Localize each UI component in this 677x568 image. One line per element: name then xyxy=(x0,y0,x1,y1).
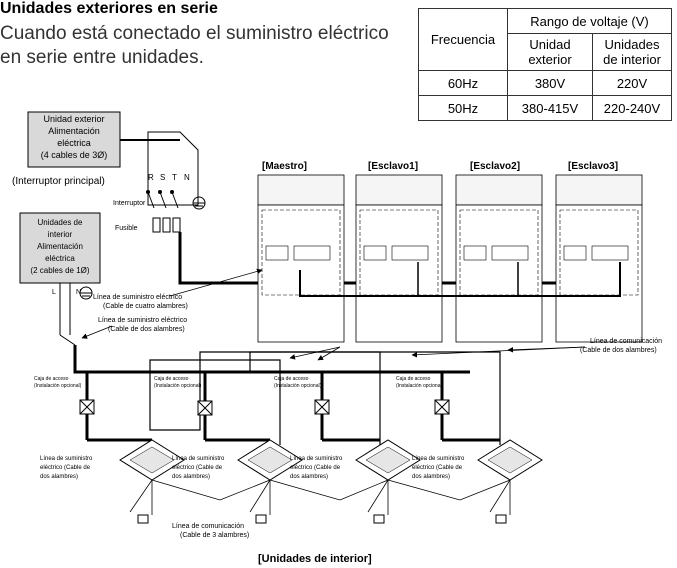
phase-label: S xyxy=(160,173,165,182)
indoor-unit-cassette: Línea de suministro eléctrico (Cable de … xyxy=(412,439,543,524)
outdoor-unit-slave1: [Esclavo1] xyxy=(355,161,443,343)
supply-4wire-label: (Cable de cuatro alambres) xyxy=(103,303,188,310)
outdoor-comm-line xyxy=(299,262,621,297)
switch-label: Interruptor xyxy=(113,200,146,207)
table-row: 60Hz 380V 220V xyxy=(418,70,672,96)
access-box-label: Caja de acceso xyxy=(274,376,309,382)
indoor-voltage-header: Unidades de interior xyxy=(592,33,672,71)
indoor-power-label: Alimentación xyxy=(37,242,83,251)
voltage-table: Frecuencia Rango de voltaje (V) Unidad e… xyxy=(418,8,672,121)
terminal-label: L xyxy=(52,289,56,296)
access-box: Caja de acceso (Instalación opcional) xyxy=(34,372,152,442)
indoor-supply-main xyxy=(73,345,470,374)
indoor-supply-label: dos alambres) xyxy=(290,474,328,480)
unit-label: [Esclavo2] xyxy=(470,161,520,172)
supply-2wire-label: Línea de suministro eléctrico xyxy=(98,317,187,324)
indoor-supply-label: Línea de suministro xyxy=(290,456,343,462)
indoor-supply-label: dos alambres) xyxy=(412,474,450,480)
indoor-supply-label: eléctrico (Cable de xyxy=(290,465,341,471)
outdoor-unit-slave3: [Esclavo3] xyxy=(555,161,643,343)
unit-label: [Maestro] xyxy=(262,161,307,172)
frequency-cell: 60Hz xyxy=(418,70,508,96)
indoor-power-label: interior xyxy=(48,230,73,239)
outdoor-unit-slave2: [Esclavo2] xyxy=(455,161,543,343)
indoor-supply-label: eléctrico (Cable de xyxy=(172,465,223,471)
phase-label: N xyxy=(184,173,190,182)
indoor-supply-label: dos alambres) xyxy=(40,474,78,480)
comm-3wire-label: Línea de comunicación xyxy=(172,523,244,530)
indoor-units-footer: [Unidades de interior] xyxy=(258,553,372,565)
access-box: Caja de acceso (Instalación opcional) xyxy=(154,372,270,442)
main-switch-label: (Interruptor principal) xyxy=(12,176,105,187)
indoor-voltage-cell: 220-240V xyxy=(592,95,672,121)
access-box-label: (Instalación opcional) xyxy=(154,383,202,389)
frequency-cell: 50Hz xyxy=(418,95,508,121)
indoor-unit-cassette: Línea de suministro eléctrico (Cable de … xyxy=(290,439,421,524)
access-box-label: Caja de acceso xyxy=(34,376,69,382)
intro-paragraph: Cuando está conectado el suministro eléc… xyxy=(0,23,389,68)
unit-label: [Esclavo1] xyxy=(368,161,418,172)
table-row: 50Hz 380-415V 220-240V xyxy=(418,95,672,121)
comm-3wire-label: (Cable de 3 alambres) xyxy=(180,532,249,539)
supply-4wire-label: Línea de suministro eléctrico xyxy=(93,294,182,301)
access-box-label: (Instalación opcional) xyxy=(274,383,322,389)
indoor-power-label: (2 cables de 1Ø) xyxy=(30,266,89,275)
access-box-label: Caja de acceso xyxy=(154,376,189,382)
outdoor-power-label: Unidad exterior xyxy=(43,114,104,124)
indoor-power-supply-box: Unidades de interior Alimentación eléctr… xyxy=(19,212,101,284)
unit-label: [Esclavo3] xyxy=(568,161,618,172)
phase-label: R xyxy=(148,173,154,182)
indoor-power-label: Unidades de xyxy=(38,218,83,227)
access-box-label: (Instalación opcional) xyxy=(34,383,82,389)
outdoor-power-label: (4 cables de 3Ø) xyxy=(41,150,108,160)
supply-2wire-label: (Cable de dos alambres) xyxy=(108,326,185,333)
access-box-label: Caja de acceso xyxy=(396,376,431,382)
indoor-unit-cassette: Línea de suministro eléctrico (Cable de … xyxy=(172,439,303,524)
access-box: Caja de acceso (Instalación opcional) xyxy=(396,372,500,442)
indoor-supply-label: eléctrico (Cable de xyxy=(412,465,463,471)
page-title: Unidades exteriores en serie xyxy=(0,0,218,17)
indoor-supply-label: Línea de suministro xyxy=(172,456,225,462)
terminal-label: N xyxy=(76,289,81,296)
phase-label: T xyxy=(172,173,177,182)
outdoor-power-supply-box: Unidad exterior Alimentación eléctrica (… xyxy=(27,111,121,168)
indoor-power-label: eléctrica xyxy=(45,254,75,263)
indoor-supply-label: Línea de suministro xyxy=(40,456,93,462)
outdoor-power-label: eléctrica xyxy=(57,138,91,148)
comm-2wire-label: (Cable de dos alambres) xyxy=(580,347,657,354)
comm-2wire-label: Línea de comunicación xyxy=(590,338,662,345)
fuse-label: Fusible xyxy=(115,225,138,232)
indoor-comm-line xyxy=(149,359,281,445)
outdoor-unit-master: [Maestro] xyxy=(257,161,345,343)
outdoor-voltage-cell: 380-415V xyxy=(507,95,593,121)
indoor-supply-label: eléctrico (Cable de xyxy=(40,465,91,471)
voltage-range-header: Rango de voltaje (V) xyxy=(507,8,672,34)
access-box-label: (Instalación opcional) xyxy=(396,383,444,389)
main-switch: R S T N Interruptor Fusible xyxy=(113,131,206,233)
indoor-supply-label: Línea de suministro xyxy=(412,456,465,462)
access-box: Caja de acceso (Instalación opcional) xyxy=(274,372,380,442)
indoor-unit-cassette: Línea de suministro eléctrico (Cable de … xyxy=(40,439,185,524)
outdoor-power-label: Alimentación xyxy=(48,126,100,136)
indoor-supply-label: dos alambres) xyxy=(172,474,210,480)
